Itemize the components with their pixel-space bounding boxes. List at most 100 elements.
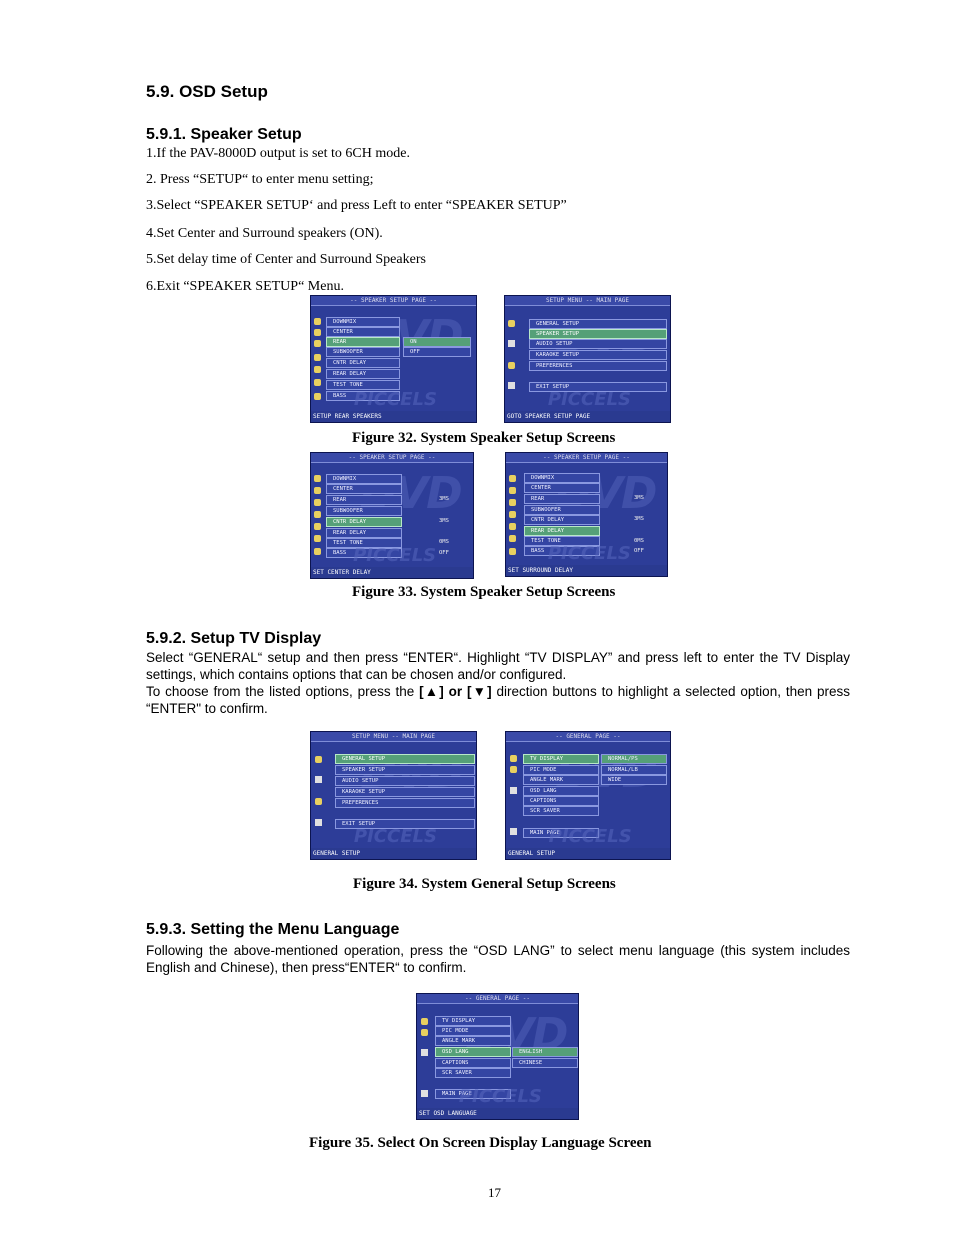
menu-item[interactable]: SCR SAVER xyxy=(523,806,599,816)
language-option[interactable]: CHINESE xyxy=(512,1058,578,1068)
option-on[interactable]: ON xyxy=(403,337,471,347)
status-bar: GENERAL SETUP xyxy=(506,848,670,859)
main-page-item[interactable]: MAIN PAGE xyxy=(523,828,599,838)
delay-value: 0MS xyxy=(439,539,449,545)
speaker-setup-screen-rear: -- SPEAKER SETUP PAGE -- DVD DOWNMIX CEN… xyxy=(310,295,477,423)
piccels-logo: PICCELS xyxy=(547,389,631,410)
tv-option[interactable]: NORMAL/PS xyxy=(601,754,667,764)
status-bar: SET CENTER DELAY xyxy=(311,567,473,578)
menu-item[interactable]: OSD LANG xyxy=(435,1047,511,1057)
exit-setup-item[interactable]: EXIT SETUP xyxy=(335,819,475,829)
menu-item[interactable]: TV DISPLAY xyxy=(435,1016,511,1026)
menu-item[interactable]: PREFERENCES xyxy=(529,361,667,371)
general-page-screen-tv-display: -- GENERAL PAGE -- DVD TV DISPLAY PIC MO… xyxy=(505,731,671,860)
speaker-icon xyxy=(314,318,321,325)
menu-item[interactable]: TEST TONE xyxy=(524,536,600,546)
menu-item[interactable]: KARAOKE SETUP xyxy=(335,787,475,797)
menu-item[interactable]: CENTER xyxy=(326,327,400,337)
main-page-item[interactable]: MAIN PAGE xyxy=(435,1089,511,1099)
menu-item[interactable]: TEST TONE xyxy=(326,538,402,548)
piccels-logo: PICCELS xyxy=(353,826,437,847)
piccels-logo: PICCELS xyxy=(353,389,437,410)
speaker-icon xyxy=(509,511,516,518)
speaker-icon xyxy=(509,475,516,482)
menu-item[interactable]: SPEAKER SETUP xyxy=(335,765,475,775)
delay-value: 3MS xyxy=(634,516,644,522)
menu-item[interactable]: CNTR DELAY xyxy=(524,515,600,525)
folder-icon xyxy=(508,362,515,369)
delay-value: 0MS xyxy=(634,538,644,544)
speaker-icon xyxy=(314,340,321,347)
up-arrow-icon xyxy=(421,1090,428,1097)
menu-language-heading: 5.9.3. Setting the Menu Language xyxy=(146,921,400,938)
menu-item[interactable]: GENERAL SETUP xyxy=(529,319,667,329)
text-segment: direction buttons to highlight a selecte… xyxy=(146,684,850,716)
menu-item[interactable]: BASS xyxy=(524,546,600,556)
step-6: 6.Exit “SPEAKER SETUP“ Menu. xyxy=(146,279,344,294)
delay-value: 3MS xyxy=(439,518,449,524)
menu-item[interactable]: AUDIO SETUP xyxy=(335,776,475,786)
menu-item[interactable]: DOWNMIX xyxy=(524,473,600,483)
menu-item[interactable]: DOWNMIX xyxy=(326,474,402,484)
menu-item[interactable]: DOWNMIX xyxy=(326,317,400,327)
status-bar: SET SURROUND DELAY xyxy=(506,565,667,576)
exit-icon xyxy=(315,819,322,826)
speaker-icon xyxy=(509,499,516,506)
menu-item[interactable]: REAR xyxy=(524,494,600,504)
menu-item[interactable]: SUBWOOFER xyxy=(326,506,402,516)
speaker-setup-screen-center-delay: -- SPEAKER SETUP PAGE -- DVD DOWNMIX CEN… xyxy=(310,452,474,579)
menu-item[interactable]: REAR DELAY xyxy=(326,528,402,538)
up-arrow-icon xyxy=(510,828,517,835)
arrow-buttons-text: [▲] or [▼] xyxy=(419,684,492,699)
menu-item[interactable]: PIC MODE xyxy=(435,1026,511,1036)
menu-item[interactable]: KARAOKE SETUP xyxy=(529,350,667,360)
gear-icon xyxy=(421,1029,428,1036)
gear-icon xyxy=(510,755,517,762)
exit-setup-item[interactable]: EXIT SETUP xyxy=(529,382,667,392)
speaker-setup-screen-rear-delay: -- SPEAKER SETUP PAGE -- DVD DOWNMIX CEN… xyxy=(505,452,668,577)
menu-item[interactable]: SUBWOOFER xyxy=(326,347,400,357)
step-1: 1.If the PAV-8000D output is set to 6CH … xyxy=(146,146,410,161)
figure-34-caption: Figure 34. System General Setup Screens xyxy=(353,876,616,892)
status-bar: GENERAL SETUP xyxy=(311,848,476,859)
menu-item[interactable]: CAPTIONS xyxy=(435,1058,511,1068)
section-heading: 5.9. OSD Setup xyxy=(146,82,268,101)
menu-item[interactable]: CENTER xyxy=(524,483,600,493)
menu-item[interactable]: CNTR DELAY xyxy=(326,517,402,527)
menu-item[interactable]: ANGLE MARK xyxy=(523,775,599,785)
menu-item[interactable]: PREFERENCES xyxy=(335,798,475,808)
speaker-icon xyxy=(314,535,321,542)
tv-option[interactable]: NORMAL/LB xyxy=(601,765,667,775)
menu-item[interactable]: SPEAKER SETUP xyxy=(529,329,667,339)
menu-item[interactable]: REAR DELAY xyxy=(326,369,400,379)
text-segment: To choose from the listed options, press… xyxy=(146,684,420,699)
menu-item[interactable]: REAR xyxy=(326,495,402,505)
speaker-icon xyxy=(314,548,321,555)
menu-item[interactable]: SCR SAVER xyxy=(435,1068,511,1078)
speaker-icon xyxy=(314,366,321,373)
menu-item[interactable]: SUBWOOFER xyxy=(524,505,600,515)
menu-item[interactable]: AUDIO SETUP xyxy=(529,339,667,349)
menu-item[interactable]: CAPTIONS xyxy=(523,796,599,806)
menu-item[interactable]: TV DISPLAY xyxy=(523,754,599,764)
menu-item[interactable]: TEST TONE xyxy=(326,380,400,390)
step-2: 2. Press “SETUP“ to enter menu setting; xyxy=(146,172,374,187)
menu-item[interactable]: PIC MODE xyxy=(523,765,599,775)
menu-item[interactable]: CNTR DELAY xyxy=(326,358,400,368)
speaker-icon xyxy=(509,548,516,555)
option-off[interactable]: OFF xyxy=(403,347,471,357)
menu-item[interactable]: GENERAL SETUP xyxy=(335,754,475,764)
speaker-icon xyxy=(314,523,321,530)
tv-option[interactable]: WIDE xyxy=(601,775,667,785)
menu-item[interactable]: ANGLE MARK xyxy=(435,1036,511,1046)
status-bar: SET OSD LANGUAGE xyxy=(417,1108,578,1119)
menu-item[interactable]: REAR xyxy=(326,337,400,347)
menu-item[interactable]: BASS xyxy=(326,548,402,558)
menu-item[interactable]: REAR DELAY xyxy=(524,526,600,536)
language-option[interactable]: ENGLISH xyxy=(512,1047,578,1057)
general-page-screen-osd-lang: -- GENERAL PAGE -- DVD TV DISPLAY PIC MO… xyxy=(416,993,579,1120)
menu-item[interactable]: OSD LANG xyxy=(523,786,599,796)
menu-item[interactable]: BASS xyxy=(326,391,400,401)
menu-item[interactable]: CENTER xyxy=(326,484,402,494)
screen-title: -- SPEAKER SETUP PAGE -- xyxy=(311,296,476,306)
